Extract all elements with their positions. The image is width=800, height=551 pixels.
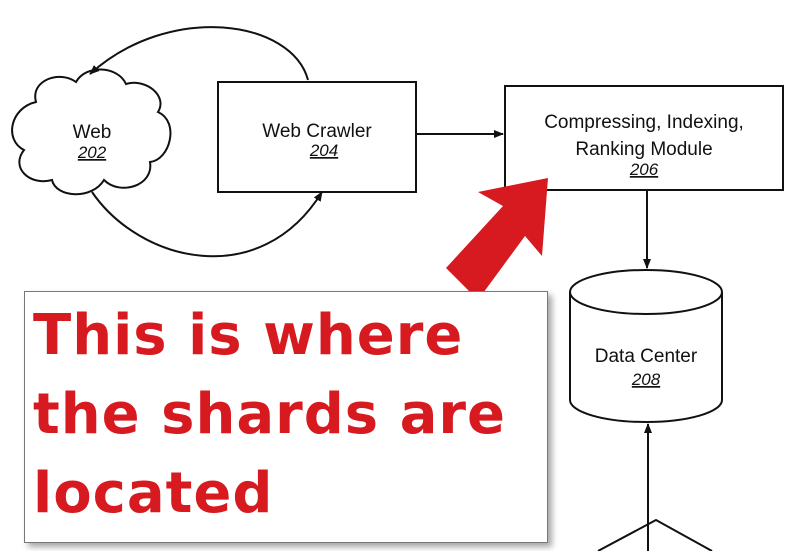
web-crawler-node: Web Crawler 204 bbox=[217, 81, 417, 193]
data-center-label: Data Center bbox=[595, 346, 698, 367]
cylinder-body bbox=[569, 292, 723, 423]
ranking-module-box bbox=[504, 85, 784, 191]
web-label: Web bbox=[73, 122, 112, 143]
callout-text: This is where the shards are located bbox=[33, 303, 507, 526]
web-crawler-ref: 204 bbox=[309, 141, 338, 160]
data-center-node: Data Center 208 bbox=[569, 269, 723, 423]
crawler-to-web-arrow bbox=[89, 26, 309, 81]
module-ref: 206 bbox=[629, 160, 659, 179]
data-center-ref: 208 bbox=[631, 370, 661, 389]
lower-node-edge bbox=[597, 518, 713, 551]
module-label-line1: Compressing, Indexing, bbox=[544, 112, 744, 133]
web-cloud-node: Web 202 bbox=[11, 68, 172, 196]
cylinder-top bbox=[569, 269, 723, 315]
ranking-module-node: Compressing, Indexing, Ranking Module 20… bbox=[504, 85, 784, 191]
callout-box: This is where the shards are located bbox=[24, 291, 548, 543]
web-to-crawler-arrow bbox=[91, 191, 323, 258]
highlight-arrow bbox=[446, 178, 548, 300]
web-ref: 202 bbox=[77, 143, 107, 162]
web-crawler-label: Web Crawler bbox=[262, 121, 372, 142]
module-label-line2: Ranking Module bbox=[575, 139, 712, 160]
